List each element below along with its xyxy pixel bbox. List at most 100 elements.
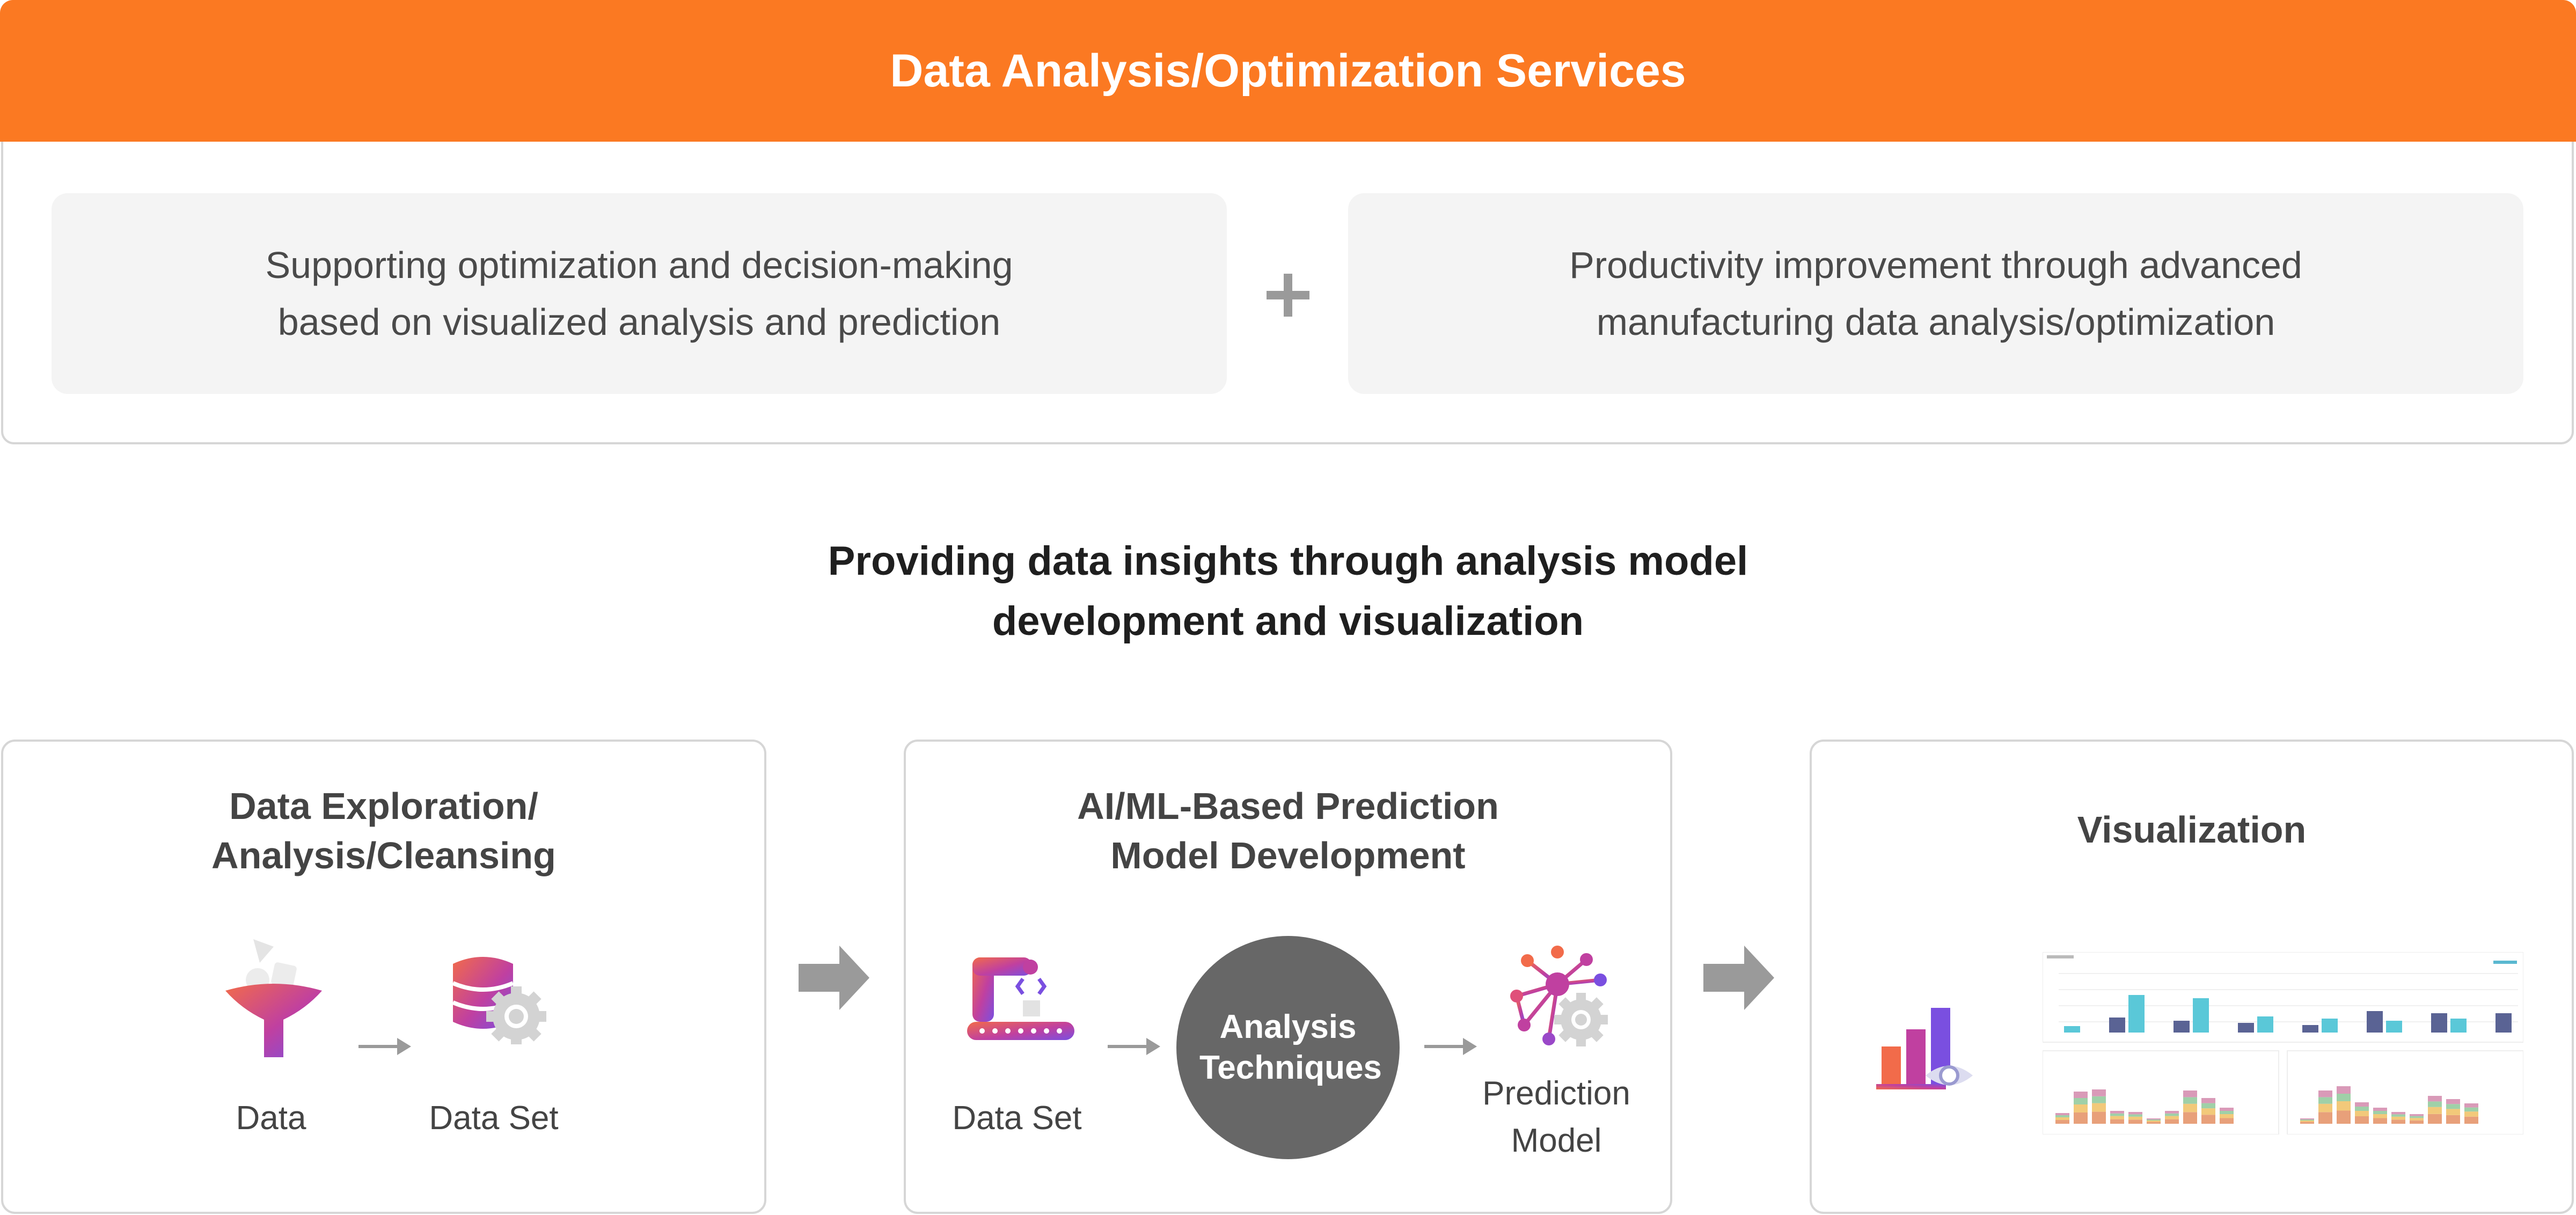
thumbnail-bar	[2220, 1108, 2234, 1111]
section-headline: Providing data insights through analysis…	[828, 538, 1748, 644]
step-panel-exploration	[1, 740, 766, 1214]
service-box-right: Productivity improvement through advance…	[1348, 193, 2523, 394]
thumbnail-bar	[2446, 1104, 2460, 1109]
thumbnail-bar	[2373, 1108, 2387, 1111]
thumbnail-bar	[2337, 1110, 2351, 1124]
thumbnail-bar	[2183, 1097, 2197, 1104]
thumbnail-bar	[2355, 1102, 2369, 1107]
thumbnail-bar	[2446, 1115, 2460, 1124]
thumbnail-bar	[2128, 1114, 2142, 1117]
thumbnail-bar	[2428, 1101, 2442, 1107]
thumbnail-bar	[2337, 1086, 2351, 1094]
thumbnail-bar	[2092, 1103, 2106, 1112]
thumbnail-bar	[2147, 1121, 2161, 1122]
thumbnail-bar	[2174, 1021, 2190, 1033]
thumbnail-bar	[2373, 1114, 2387, 1118]
thumbnail-bar	[2201, 1103, 2215, 1109]
thumbnail-bar	[2318, 1112, 2332, 1124]
thumbnail-bar	[2128, 1112, 2142, 1115]
thumbnail-bar	[2428, 1107, 2442, 1114]
flow-arrow-icon	[1703, 946, 1774, 1010]
thumbnail-bar	[2193, 998, 2209, 1033]
thumbnail-bar	[2165, 1119, 2179, 1124]
thumbnail-bar	[2431, 1013, 2447, 1033]
thumbnail-bar	[2109, 1018, 2125, 1033]
thumbnail-bar	[2318, 1103, 2332, 1112]
bar-chart-eye-icon	[1876, 1008, 1973, 1089]
thumbnail-bar	[2092, 1111, 2106, 1124]
thumbnail-bar	[2128, 1119, 2142, 1124]
thumbnail-bar	[2464, 1103, 2478, 1108]
thumbnail-bar	[2147, 1119, 2161, 1121]
thumbnail-bar	[2092, 1089, 2106, 1096]
step-title-prediction: AI/ML-Based Prediction Model Development	[1077, 785, 1499, 876]
thumbnail-bar	[2092, 1096, 2106, 1103]
step-panel-prediction	[904, 740, 1672, 1214]
thumbnail-bar	[2064, 1026, 2080, 1033]
label-data-set: Data Set	[429, 1100, 559, 1137]
thumbnail-bar	[2464, 1107, 2478, 1112]
thumbnail-bar	[2074, 1098, 2088, 1104]
thumbnail-bar	[2410, 1114, 2424, 1116]
thumbnail-bar	[2428, 1096, 2442, 1102]
thumbnail-bar	[2147, 1122, 2161, 1124]
thumbnail-bar	[2300, 1122, 2314, 1124]
thumbnail-bar	[2220, 1111, 2234, 1114]
services-title: Data Analysis/Optimization Services	[890, 45, 1686, 97]
thumbnail-bar	[2446, 1109, 2460, 1115]
thumbnail-bar	[2355, 1116, 2369, 1124]
services-header-bar	[0, 0, 2576, 142]
thumbnail-bar	[2464, 1116, 2478, 1124]
thumbnail-bar	[2450, 1019, 2467, 1033]
thumbnail-bar	[2147, 1118, 2161, 1119]
thumbnail-bar	[2496, 1013, 2512, 1033]
thumbnail-bar	[2220, 1114, 2234, 1118]
thumbnail-bar	[2183, 1103, 2197, 1112]
step-panel-visualization	[1810, 740, 2574, 1214]
step-title-visualization: Visualization	[2077, 809, 2307, 851]
thumbnail-bar	[2373, 1111, 2387, 1114]
thumbnail-bar	[2201, 1115, 2215, 1124]
dashboard-thumbnail	[2043, 952, 2523, 1135]
thumbnail-bar	[2128, 995, 2145, 1033]
thumbnail-bar	[2128, 1116, 2142, 1120]
thumbnail-bar	[2300, 1118, 2314, 1119]
thumbnail-bar	[2410, 1120, 2424, 1124]
arrow-right-icon	[1108, 1038, 1160, 1055]
thumbnail-bar	[2055, 1117, 2069, 1120]
thumbnail-bar	[2257, 1016, 2273, 1033]
thumbnail-bar	[2373, 1118, 2387, 1124]
label-data-set: Data Set	[952, 1100, 1082, 1137]
thumbnail-bar	[2183, 1112, 2197, 1124]
thumbnail-bar	[2428, 1114, 2442, 1124]
flow-arrow-icon	[799, 946, 869, 1010]
thumbnail-bar	[2165, 1111, 2179, 1114]
thumbnail-bar	[2110, 1113, 2124, 1116]
thumbnail-bar	[2355, 1107, 2369, 1111]
thumbnail-bar	[2110, 1116, 2124, 1119]
thumbnail-bar	[2074, 1092, 2088, 1098]
thumbnail-bar	[2318, 1090, 2332, 1097]
service-box-left: Supporting optimization and decision-mak…	[52, 193, 1227, 394]
thumbnail-bar	[2302, 1025, 2318, 1033]
plus-icon	[1267, 274, 1309, 317]
thumbnail-bar	[2337, 1101, 2351, 1111]
thumbnail-bar	[2110, 1111, 2124, 1114]
thumbnail-bar	[2337, 1094, 2351, 1101]
thumbnail-bar	[2391, 1116, 2405, 1120]
arrow-right-icon	[358, 1038, 411, 1055]
thumbnail-bar	[2055, 1120, 2069, 1124]
robot-arm-icon	[967, 957, 1074, 1040]
thumbnail-bar	[2220, 1118, 2234, 1124]
thumbnail-bar	[2110, 1119, 2124, 1124]
thumbnail-bar	[2367, 1011, 2383, 1033]
thumbnail-bar	[2183, 1090, 2197, 1097]
thumbnail-bar	[2238, 1023, 2254, 1033]
label-data: Data	[236, 1100, 306, 1137]
thumbnail-bar	[2391, 1114, 2405, 1117]
thumbnail-bar	[2322, 1019, 2338, 1033]
thumbnail-bar	[2300, 1119, 2314, 1121]
thumbnail-bar	[2318, 1097, 2332, 1104]
thumbnail-bar	[2201, 1098, 2215, 1103]
thumbnail-bar	[2391, 1119, 2405, 1124]
